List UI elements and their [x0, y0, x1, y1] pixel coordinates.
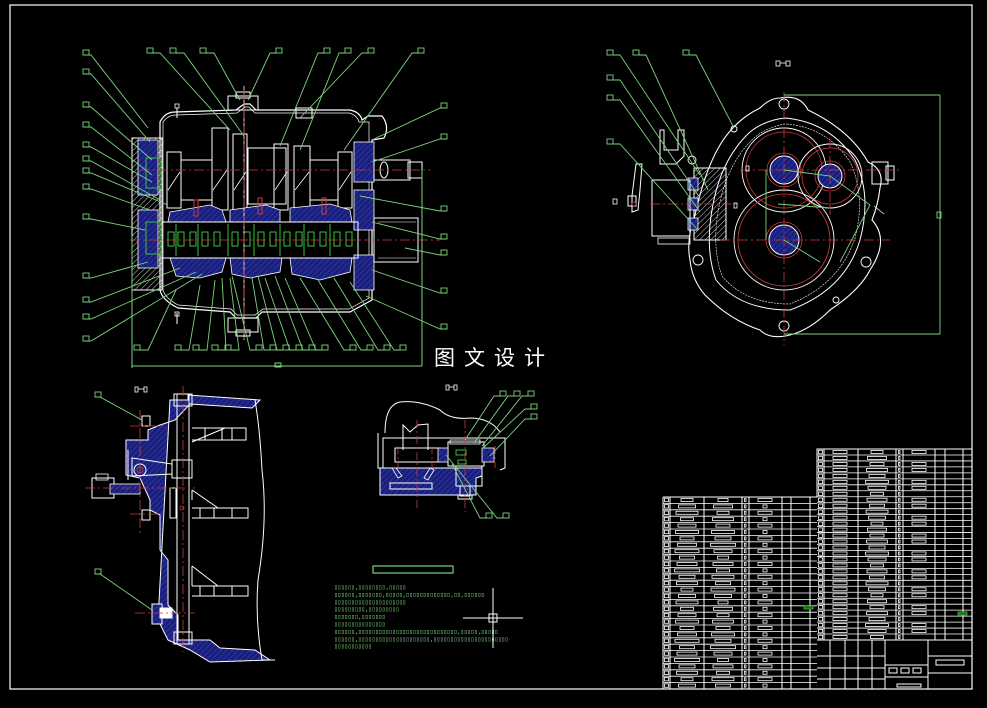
- svg-text:▯▯▯▯▯▯▯▯▯,▯▯▯▯▯▯▯▯▯: ▯▯▯▯▯▯▯▯▯,▯▯▯▯▯▯▯▯▯: [334, 605, 399, 613]
- leader-balloons-fork-view: [94, 391, 153, 611]
- main-section-view[interactable]: [82, 47, 448, 368]
- bearing-detail-view[interactable]: [377, 384, 538, 519]
- leader-balloons-end-view: [606, 49, 735, 231]
- svg-text:▯▯▯▯▯▯▯▯▯▯▯: ▯▯▯▯▯▯▯▯▯▯▯: [334, 642, 372, 650]
- svg-text:▯▯▯▯▯▯▯▯▯▯▯▯▯▯▯▯▯▯▯▯▯: ▯▯▯▯▯▯▯▯▯▯▯▯▯▯▯▯▯▯▯▯▯: [334, 598, 406, 606]
- svg-text:▯▯▯▯▯▯,▯▯▯▯▯▯▯▯,▯▯▯▯▯: ▯▯▯▯▯▯,▯▯▯▯▯▯▯▯,▯▯▯▯▯: [334, 583, 406, 591]
- parts-list-rows: [663, 448, 972, 688]
- leader-balloons-detail-view: [445, 390, 538, 519]
- leader-balloons-bottom: [133, 275, 407, 351]
- end-view[interactable]: [606, 49, 942, 345]
- svg-text:▯▯▯▯▯▯▯,▯▯▯▯▯▯▯: ▯▯▯▯▯▯▯,▯▯▯▯▯▯▯: [334, 613, 385, 621]
- leader-balloons-left: [82, 49, 203, 342]
- shift-fork-view[interactable]: [85, 386, 275, 663]
- svg-text:▯▯▯▯▯▯,▯▯▯▯▯▯▯▯▯▯▯▯▯▯▯▯▯▯▯▯▯▯▯: ▯▯▯▯▯▯,▯▯▯▯▯▯▯▯▯▯▯▯▯▯▯▯▯▯▯▯▯▯▯▯▯▯▯▯▯,▯▯▯…: [334, 627, 498, 635]
- notes-lines: ▯▯▯▯▯▯,▯▯▯▯▯▯▯▯,▯▯▯▯▯▯▯▯▯▯▯,▯▯▯▯▯▯▯,▯▯▯▯…: [334, 583, 509, 650]
- leader-balloons-top: [146, 47, 425, 151]
- cad-crosshair-cursor: [463, 588, 523, 648]
- svg-text:▯▯▯▯▯▯,▯▯▯▯▯▯▯▯▯▯▯▯▯▯▯▯▯▯▯▯▯,▯: ▯▯▯▯▯▯,▯▯▯▯▯▯▯▯▯▯▯▯▯▯▯▯▯▯▯▯▯,▯▯▯▯▯▯▯▯▯▯▯…: [334, 635, 508, 643]
- svg-text:▯▯▯▯▯▯,▯▯▯▯▯▯▯,▯▯▯▯▯,▯▯▯▯▯▯▯▯▯: ▯▯▯▯▯▯,▯▯▯▯▯▯▯,▯▯▯▯▯,▯▯▯▯▯▯▯▯▯▯▯▯▯,▯▯,▯▯…: [334, 590, 484, 598]
- leader-balloons-right: [359, 102, 448, 330]
- technical-notes: [372, 565, 454, 574]
- drawing-frame: [9, 4, 973, 690]
- title-stamp: 图文设计: [434, 346, 554, 370]
- svg-text:▯▯▯▯▯▯▯▯▯▯▯▯▯▯▯: ▯▯▯▯▯▯▯▯▯▯▯▯▯▯▯: [334, 620, 385, 628]
